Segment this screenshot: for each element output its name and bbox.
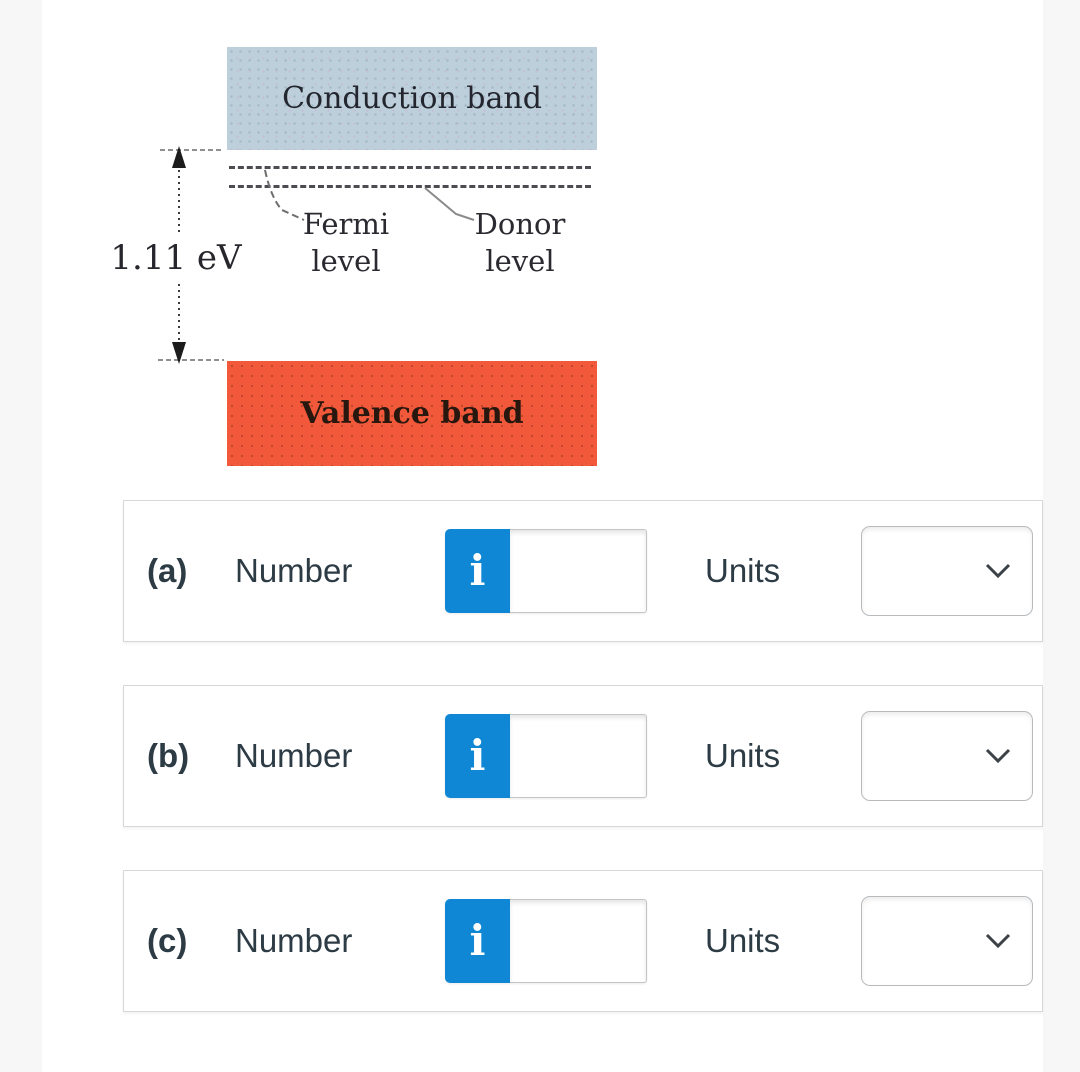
answer-row-a: (a) Number i Units (123, 500, 1043, 642)
fermi-level-caption: Fermi level (288, 206, 404, 280)
number-input[interactable] (510, 714, 647, 798)
units-dropdown[interactable] (861, 526, 1033, 616)
number-input-group: i (445, 899, 647, 983)
info-button[interactable]: i (445, 529, 510, 613)
answer-row-c: (c) Number i Units (123, 870, 1043, 1012)
donor-level-caption: Donor level (462, 206, 578, 280)
chevron-down-icon (985, 563, 1011, 579)
units-label: Units (705, 737, 781, 774)
valence-band-box: Valence band (227, 361, 597, 466)
fermi-caption-line1: Fermi (302, 207, 390, 241)
units-label: Units (705, 922, 781, 959)
conduction-band-label: Conduction band (282, 81, 542, 116)
part-label-c: (c) (147, 922, 188, 959)
number-input[interactable] (510, 899, 647, 983)
donor-caption-line1: Donor (474, 207, 566, 241)
chevron-down-icon (985, 748, 1011, 764)
band-gap-label: 1.11 eV (108, 236, 244, 280)
number-label: Number (235, 552, 353, 589)
part-label-a: (a) (147, 552, 188, 589)
units-dropdown[interactable] (861, 711, 1033, 801)
number-input[interactable] (510, 529, 647, 613)
fermi-level-line (229, 166, 591, 169)
number-label: Number (235, 737, 353, 774)
info-icon: i (469, 546, 486, 595)
info-icon: i (469, 731, 486, 780)
number-label: Number (235, 922, 353, 959)
info-button[interactable]: i (445, 714, 510, 798)
conduction-band-box: Conduction band (227, 47, 597, 150)
chevron-down-icon (985, 933, 1011, 949)
fermi-caption-line2: level (311, 244, 381, 278)
number-input-group: i (445, 714, 647, 798)
donor-level-line (229, 185, 591, 188)
units-dropdown[interactable] (861, 896, 1033, 986)
answer-row-b: (b) Number i Units (123, 685, 1043, 827)
band-diagram: Conduction band Fermi level Donor level (102, 40, 622, 485)
part-label-b: (b) (147, 737, 190, 774)
units-label: Units (705, 552, 781, 589)
valence-band-label: Valence band (300, 396, 524, 431)
info-button[interactable]: i (445, 899, 510, 983)
number-input-group: i (445, 529, 647, 613)
donor-caption-line2: level (485, 244, 555, 278)
info-icon: i (469, 916, 486, 965)
page-content: Conduction band Fermi level Donor level (42, 0, 1043, 1072)
